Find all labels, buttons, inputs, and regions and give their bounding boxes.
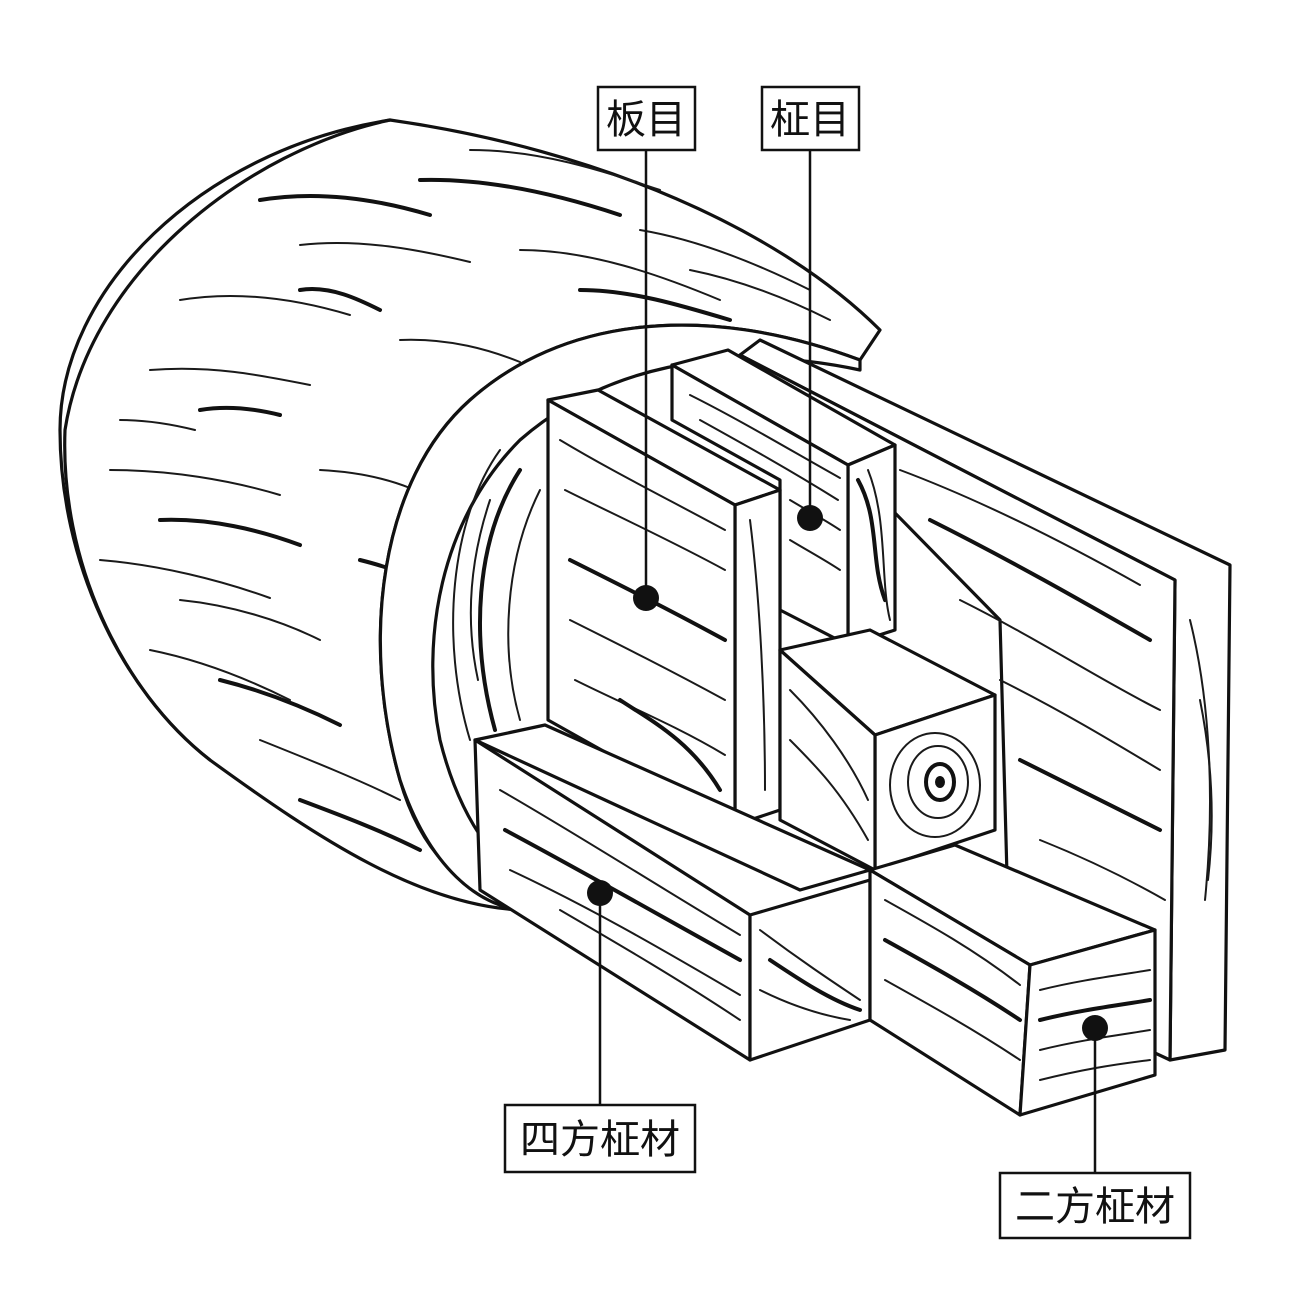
back-plank-grain bbox=[899, 469, 1213, 901]
log-illustration bbox=[58, 118, 882, 912]
label-itame-text: 板目 bbox=[606, 97, 686, 143]
marker-masame bbox=[797, 505, 823, 531]
marker-itame bbox=[633, 585, 659, 611]
label-masame-text: 柾目 bbox=[770, 97, 850, 143]
log-rim bbox=[63, 118, 392, 762]
marker-shihou-masa bbox=[587, 880, 613, 906]
label-nihou-masa: 二方柾材 bbox=[998, 1171, 1192, 1240]
itame-block bbox=[546, 388, 782, 827]
callouts bbox=[587, 150, 1108, 1173]
marker-nihou-masa bbox=[1082, 1015, 1108, 1041]
shihou-masa-grain bbox=[499, 789, 862, 1021]
label-shihou-masa: 四方柾材 bbox=[503, 1103, 697, 1174]
label-nihou-masa-text: 二方柾材 bbox=[1015, 1184, 1175, 1230]
label-shihou-masa-text: 四方柾材 bbox=[520, 1117, 680, 1163]
label-masame: 柾目 bbox=[760, 85, 861, 152]
label-itame: 板目 bbox=[596, 85, 697, 152]
pith-block bbox=[778, 628, 997, 872]
pith-rings bbox=[789, 689, 981, 841]
end-face-rings bbox=[452, 449, 541, 741]
masame-block bbox=[670, 348, 897, 647]
masame-grain bbox=[689, 394, 891, 621]
